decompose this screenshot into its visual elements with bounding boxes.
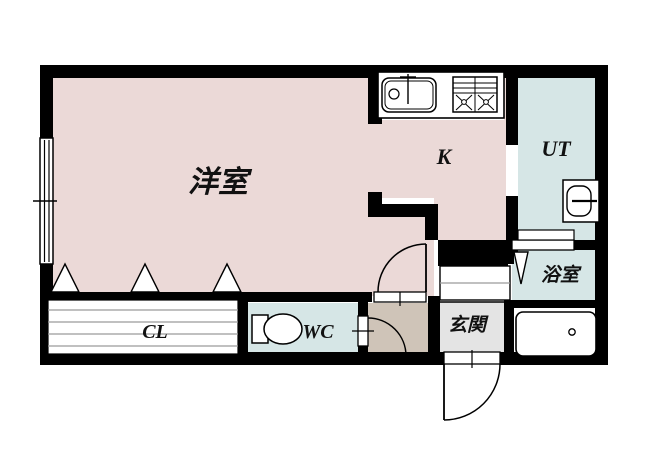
wall-wc-corridor <box>358 296 368 316</box>
wall-corridor-genkan <box>504 300 514 356</box>
door-wc-swing <box>367 317 407 357</box>
toilet <box>251 313 303 345</box>
wall-bathroom-tub <box>506 300 608 308</box>
shoe-cabinet <box>439 265 511 301</box>
label-bathroom: 浴室 <box>541 264 582 286</box>
door-entrance-swing <box>443 363 501 421</box>
label-washitsu: 洋室 <box>188 165 253 200</box>
wall-entrance-jamb-left <box>434 352 444 365</box>
doors <box>352 229 575 421</box>
room-fill-corridor-upper <box>368 210 434 296</box>
closet-door-triangle-1 <box>49 262 81 293</box>
wall-kitchen-utility-b <box>506 196 518 252</box>
door-bathroom-folding-mark <box>513 251 529 285</box>
wall-closet-wc <box>238 296 248 356</box>
label-wc: WC <box>302 321 334 343</box>
washing-machine <box>562 179 600 223</box>
wall-closet-top <box>40 292 372 302</box>
bathtub-shape <box>515 311 597 357</box>
sink-drain <box>388 88 400 100</box>
stove-knob-b <box>483 99 489 105</box>
sink-basin <box>381 77 437 113</box>
wall-kitchen-counter-back <box>368 65 380 123</box>
wall-corridor-block <box>438 240 508 266</box>
stove-knob-a <box>461 99 467 105</box>
door-bathroom-panel <box>511 239 575 251</box>
wall-top <box>40 65 608 78</box>
bathtub-drain <box>568 328 576 336</box>
kitchen-fixtures <box>377 71 505 119</box>
sink-basin-inner <box>384 80 434 110</box>
wall-genkan-bath <box>504 248 514 264</box>
closet-box <box>47 299 239 355</box>
wall-bottom-left <box>40 352 440 365</box>
label-closet: CL <box>142 321 168 343</box>
label-utility: UT <box>541 136 572 161</box>
wall-right <box>595 65 608 365</box>
closet-door-triangle-3 <box>211 262 243 293</box>
wall-genkan-left <box>428 296 440 356</box>
closet-door-triangle-2 <box>129 262 161 293</box>
closet-detail <box>47 262 243 355</box>
wall-wc-corridor-b <box>358 344 368 358</box>
room-labels: 洋室 K UT 浴室 CL WC 玄関 <box>142 136 582 343</box>
room-fill-kitchen-lower <box>434 198 506 240</box>
window-left <box>33 137 57 265</box>
door-living-corridor-swing <box>377 243 427 293</box>
wall-kitchen-partition-v2 <box>425 204 438 240</box>
door-utility-panel <box>517 229 575 241</box>
wall-kitchen-utility <box>506 65 518 145</box>
wall-kitchen-partition-h <box>368 204 438 217</box>
bathtub <box>515 311 597 357</box>
label-kitchen: K <box>436 144 453 169</box>
room-fill-washitsu <box>53 78 368 296</box>
label-genkan: 玄関 <box>448 314 489 336</box>
toilet-bowl <box>263 313 303 345</box>
